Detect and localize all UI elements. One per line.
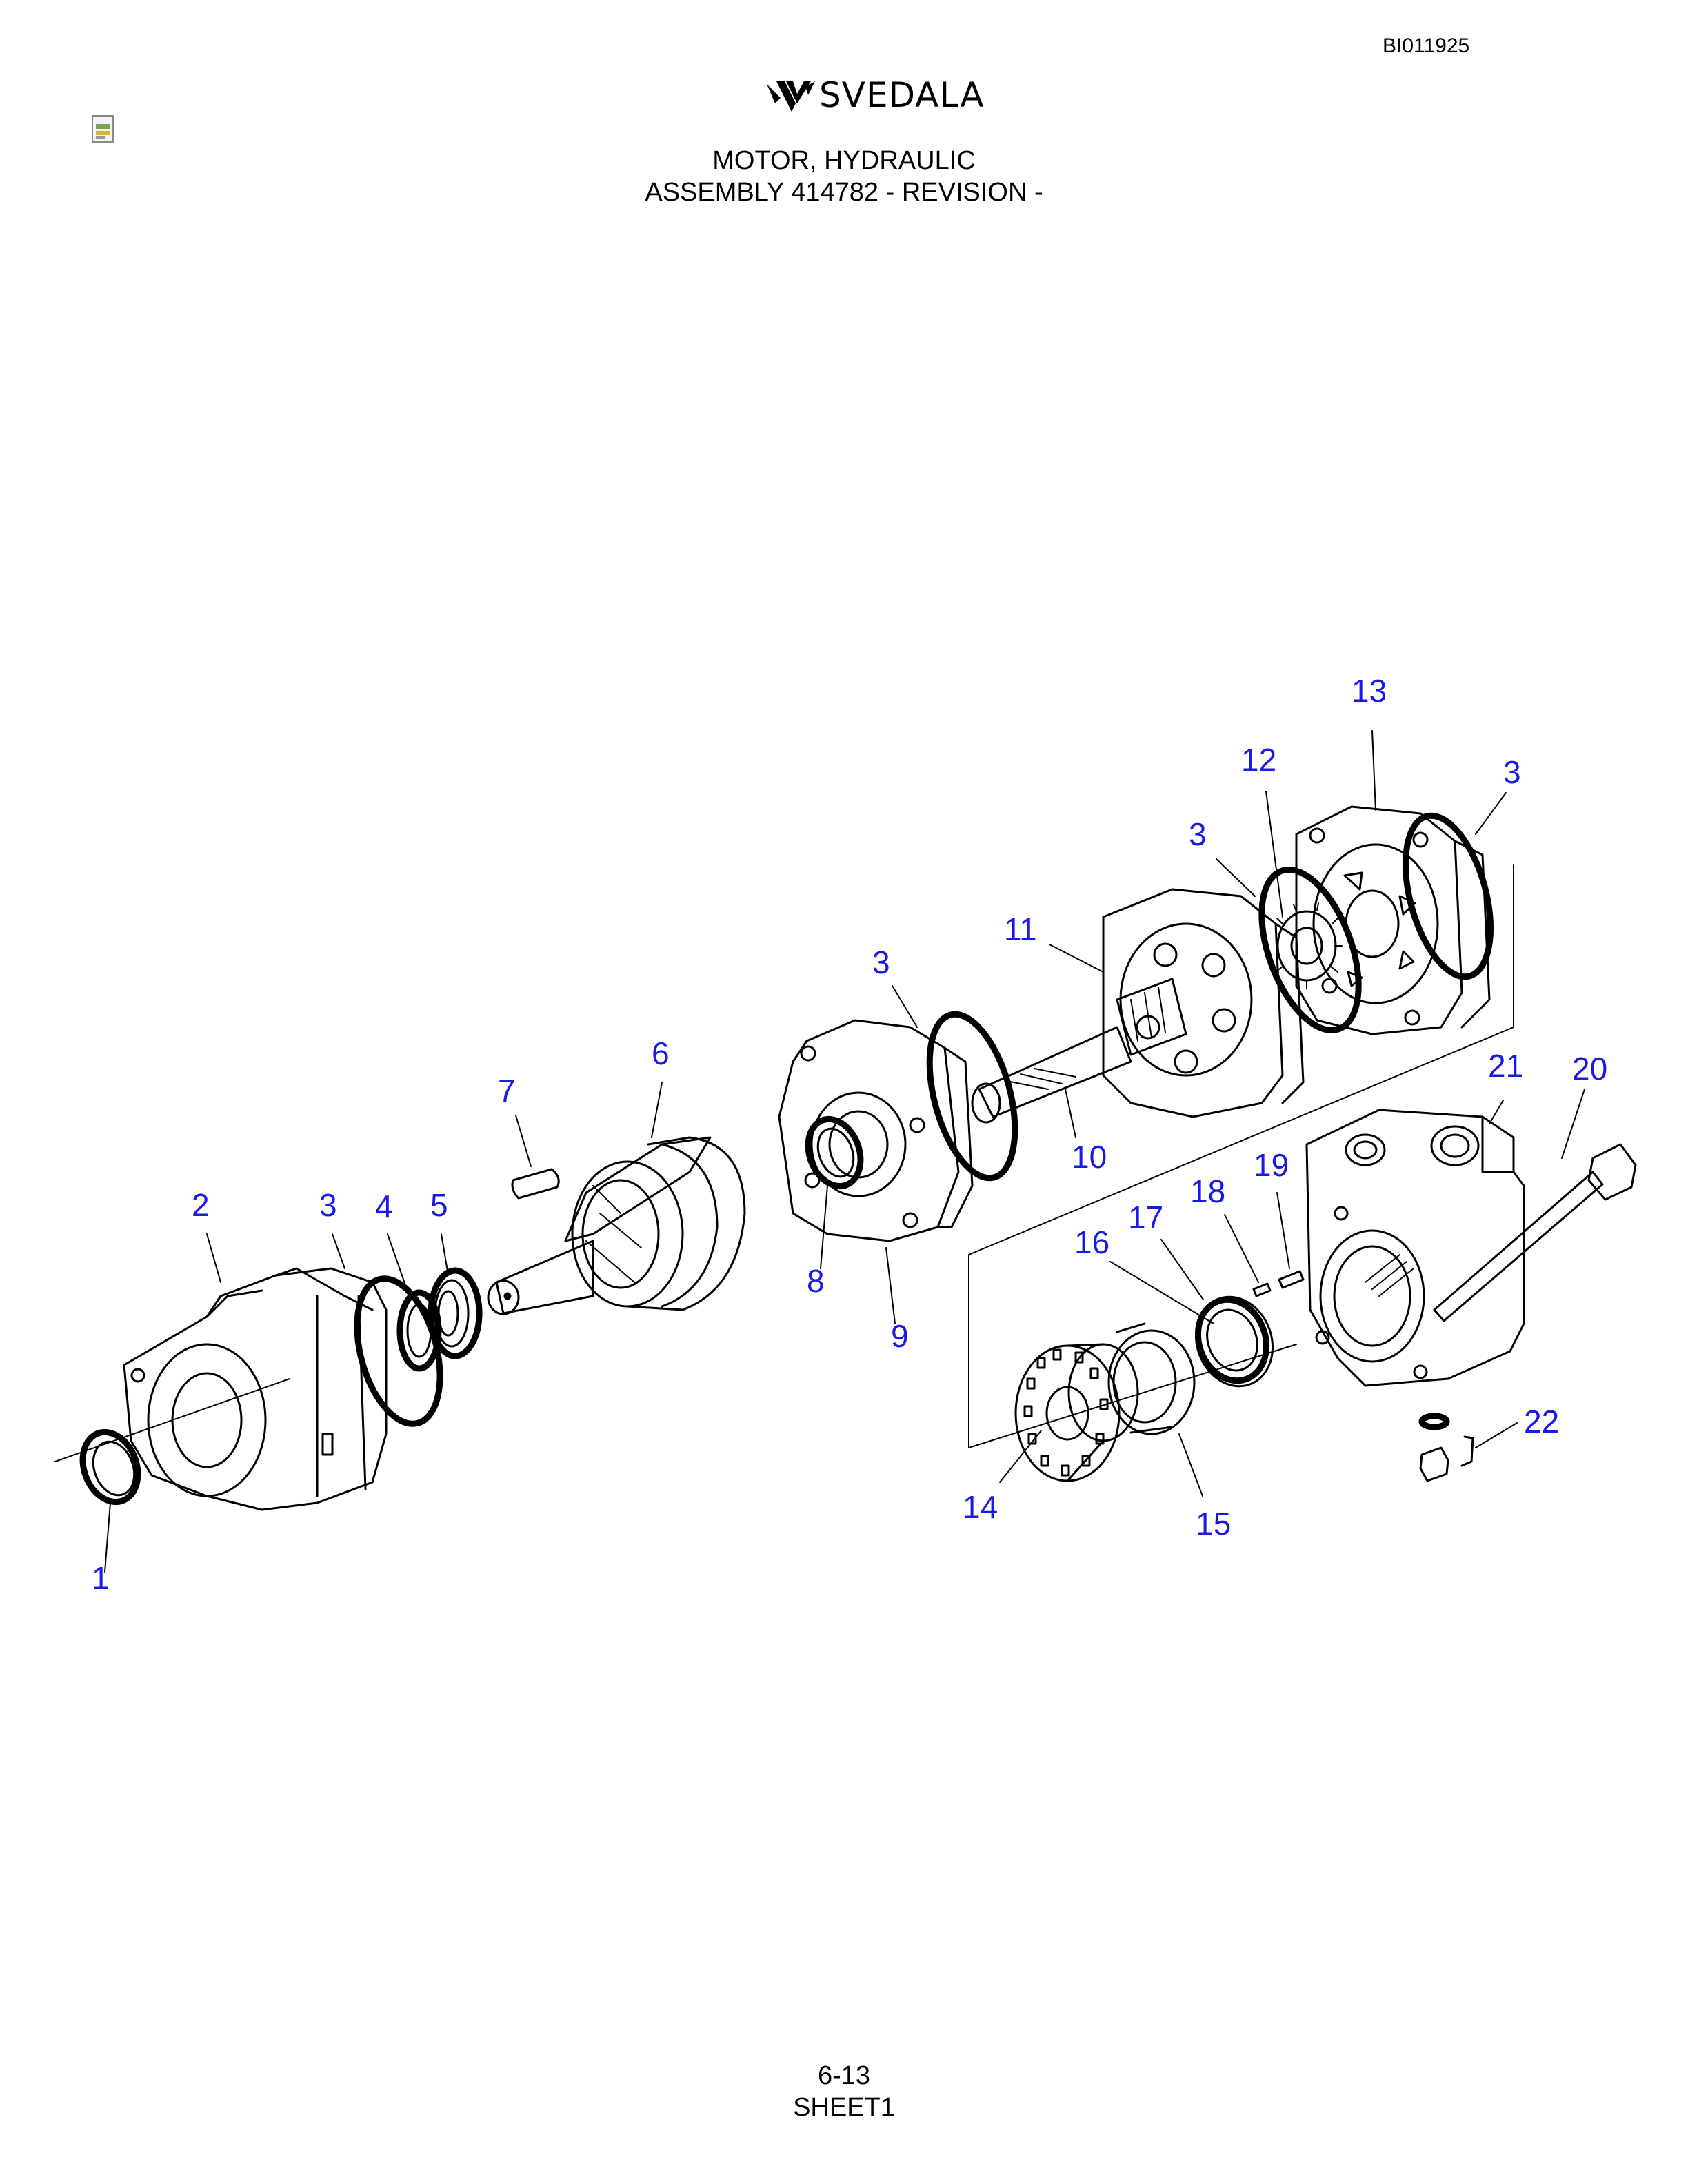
page-footer: 6-13 SHEET1 [0,2060,1688,2123]
callout-16: 16 [1074,1224,1109,1260]
callout-10: 10 [1072,1139,1107,1175]
callout-3-d: 3 [1503,754,1521,790]
callout-3-b: 3 [872,944,890,980]
callout-9: 9 [891,1318,909,1354]
callout-3-a: 3 [319,1187,337,1223]
document-title: MOTOR, HYDRAULIC ASSEMBLY 414782 - REVIS… [0,145,1688,208]
part-16-seal [1194,1295,1274,1388]
part-1-seal [79,1428,141,1506]
callout-1: 1 [92,1560,110,1596]
part-18-pin [1252,1282,1272,1297]
brand-name: SVEDALA [819,75,985,115]
part-17-thrust-washer [1194,1296,1270,1384]
callout-13: 13 [1352,673,1387,709]
part-5-seal [428,1267,483,1359]
title-line-2: ASSEMBLY 414782 - REVISION - [645,178,1043,207]
sheet-label: SHEET1 [793,2093,895,2122]
part-2-housing [54,1267,388,1511]
callout-8: 8 [807,1263,825,1299]
part-20-bolt [1365,1143,1637,1322]
part-19-spring [1278,1270,1305,1289]
document-icon[interactable] [90,114,118,145]
callout-2: 2 [192,1187,210,1223]
document-id: BI011925 [1383,34,1470,57]
callout-4: 4 [375,1189,393,1224]
callout-17: 17 [1128,1200,1163,1235]
part-3-oring-b [926,1011,1018,1182]
callout-22: 22 [1524,1404,1559,1439]
exploded-view-frame [968,865,1514,1448]
callout-18: 18 [1190,1173,1225,1209]
page-number: 6-13 [817,2061,871,2090]
part-11-gerotor [1102,888,1305,1118]
callout-12: 12 [1241,742,1276,778]
part-12-star-gear [1275,902,1343,989]
callout-19: 19 [1254,1147,1289,1183]
part-21-valve-housing [1305,1109,1525,1387]
part-8-seal [805,1115,864,1190]
callout-11: 11 [1004,911,1037,947]
callout-15: 15 [1196,1506,1231,1541]
callout-5: 5 [430,1187,448,1223]
callout-14: 14 [963,1489,998,1525]
callout-6: 6 [652,1035,670,1071]
part-22-plug [1418,1413,1474,1482]
callout-labels: 1 2 3 4 5 6 7 8 9 3 10 11 3 12 13 3 14 1… [92,673,1607,1596]
part-10-drive-shaft [971,978,1187,1124]
part-3-oring-d [1402,812,1494,980]
part-6-shaft-bearing [487,1136,746,1315]
part-7-key [511,1168,560,1200]
callout-3-c: 3 [1189,816,1207,852]
title-line-1: MOTOR, HYDRAULIC [712,146,976,175]
callout-21: 21 [1488,1048,1523,1084]
svedala-logo: SVEDALA [765,74,986,116]
callout-7: 7 [498,1073,516,1109]
part-15-bearing [1107,1322,1196,1435]
part-14-commutator [1014,1343,1139,1482]
svedala-logo-mark [767,81,815,112]
part-9-flange [778,1019,974,1242]
callout-20: 20 [1572,1051,1607,1086]
leader-lines [104,730,1585,1573]
part-3-oring-c [1258,867,1362,1033]
